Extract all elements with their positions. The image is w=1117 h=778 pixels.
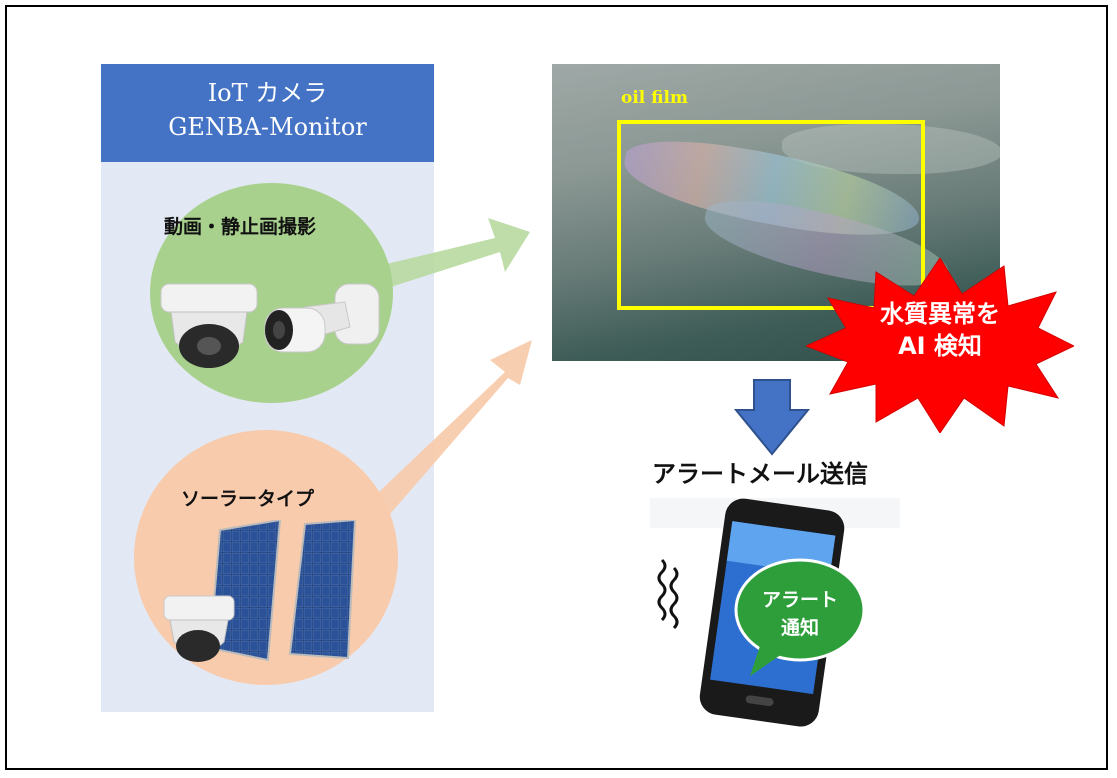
ai-detection-text: 水質異常を AI 検知 bbox=[826, 298, 1054, 362]
detection-label: oil film bbox=[621, 88, 688, 108]
green-arrow-icon bbox=[370, 218, 530, 292]
speech-bubble-icon bbox=[734, 558, 866, 676]
alert-bubble-line2: 通知 bbox=[780, 617, 819, 639]
solar-feature-label: ソーラータイプ bbox=[181, 488, 315, 510]
camera-illustration bbox=[160, 283, 380, 368]
solar-illustration bbox=[163, 520, 357, 662]
diagram-frame bbox=[5, 5, 1108, 770]
ai-detection-line1: 水質異常を bbox=[880, 300, 1000, 328]
alert-bubble-text: アラート 通知 bbox=[745, 586, 855, 642]
alert-bubble-line1: アラート bbox=[761, 589, 838, 611]
down-arrow-icon bbox=[733, 379, 811, 456]
orange-arrow-icon bbox=[360, 340, 532, 528]
ai-alert-starburst bbox=[806, 258, 1074, 433]
dome-camera-icon bbox=[160, 283, 258, 368]
panel-title-line2: GENBA-Monitor bbox=[168, 113, 367, 141]
vibration-icon bbox=[657, 558, 679, 630]
solar-dome-camera-icon bbox=[163, 595, 235, 662]
ai-detection-line2: AI 検知 bbox=[898, 332, 982, 360]
alert-mail-heading: アラートメール送信 bbox=[652, 460, 868, 488]
phone-illustration bbox=[650, 498, 900, 728]
bullet-camera-icon bbox=[264, 283, 380, 353]
panel-header: IoT カメラ GENBA-Monitor bbox=[101, 64, 434, 162]
video-feature-label: 動画・静止画撮影 bbox=[164, 216, 317, 238]
panel-title-line1: IoT カメラ bbox=[207, 79, 328, 107]
detection-box bbox=[617, 120, 925, 310]
phone-graphic bbox=[650, 498, 900, 727]
solar-panel-icon bbox=[208, 520, 357, 662]
